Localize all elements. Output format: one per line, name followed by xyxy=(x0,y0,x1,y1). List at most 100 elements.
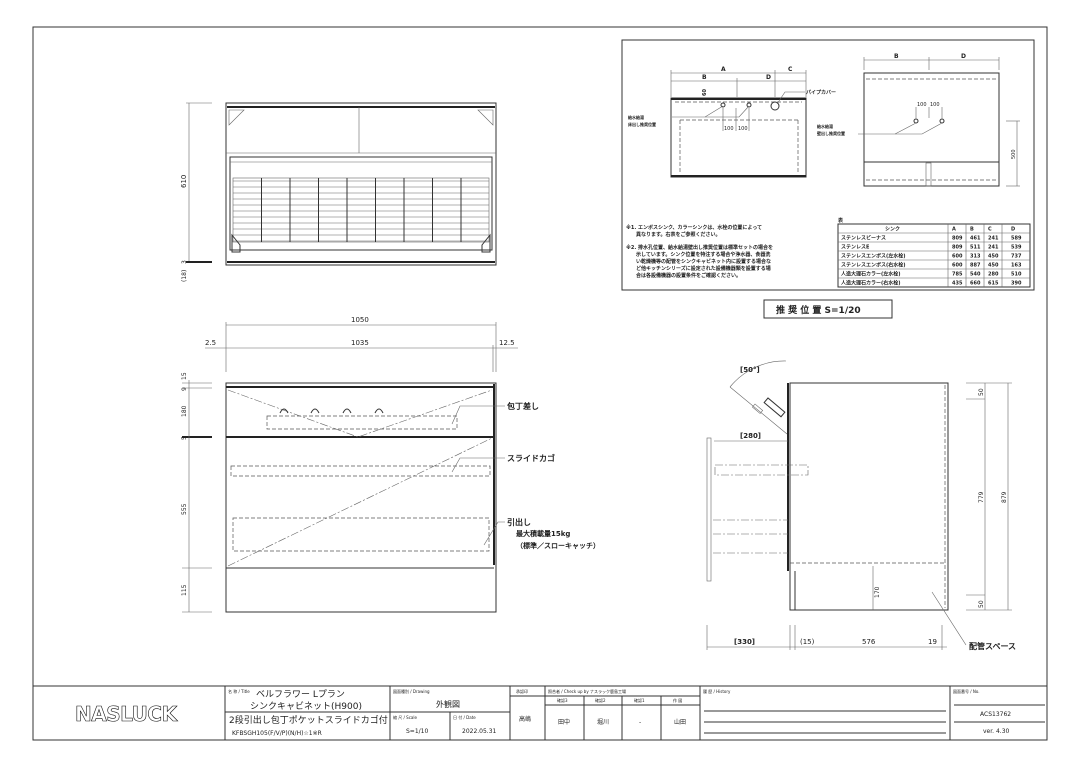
table-cell: 241 xyxy=(988,236,999,242)
dim-15: 15 xyxy=(181,372,188,380)
dim-9: 9 xyxy=(181,387,188,391)
dim-60: 60 xyxy=(702,89,708,96)
label-pipe-cover: パイプカバー xyxy=(806,89,836,96)
note-line: ※2. 排水孔位置、給水給湯壁出し推奨位置は標準セットの場合を xyxy=(626,244,773,251)
table-cell: 615 xyxy=(988,281,999,287)
table-cell: 450 xyxy=(988,263,999,269)
dim-3: 3 xyxy=(181,260,188,264)
nasluck-logo: NASLUCK xyxy=(75,702,179,726)
title-line-2: シンクキャビネット(H900) xyxy=(250,701,362,712)
label-knife-holder: 包丁差し xyxy=(506,401,539,411)
no-label: 図面番号 / No. xyxy=(953,688,980,694)
dim-180: 180 xyxy=(181,405,188,417)
drawing-label: 図面種別 / Drawing xyxy=(393,688,430,694)
recommended-position-panel: A C B D 60 100 100 パイプカバー 給水給湯 床出し推奨位置 B… xyxy=(621,39,1035,291)
dim-610: 610 xyxy=(180,175,188,188)
check-val: 田中 xyxy=(558,718,570,726)
dim-100a: 100 xyxy=(724,126,734,132)
table-cell: 660 xyxy=(970,281,981,287)
table-cell: 809 xyxy=(952,236,963,242)
table-cell: 241 xyxy=(988,245,999,251)
table-cell: 600 xyxy=(952,263,963,269)
table-cell: ステンレスエンボス(左水栓) xyxy=(841,253,906,260)
date-label: 日 付 / Date xyxy=(453,714,476,720)
history-label: 履 歴 / History xyxy=(703,688,731,694)
check-col: 確認2 xyxy=(595,697,606,703)
table-cell: ステンレスビーナス xyxy=(841,235,886,242)
title-block: NASLUCK 名 称 / Title ベルフラワー Lプラン シンクキャビネッ… xyxy=(32,685,1048,741)
label-wall-1: 給水給湯 xyxy=(817,123,833,129)
dim-b: B xyxy=(702,74,707,81)
dim-50-top: 50 xyxy=(978,388,985,396)
label-slide-basket: スライドカゴ xyxy=(507,453,555,463)
front-view: 1050 1035 2.5 12.5 15 9 180 5 555 115 包丁… xyxy=(181,316,600,613)
table-cell: 313 xyxy=(970,254,981,260)
table-header: D xyxy=(1011,227,1015,233)
dim-1035: 1035 xyxy=(351,339,369,347)
table-cell: ステンレスE xyxy=(841,245,870,251)
table-header: C xyxy=(988,227,992,233)
table-cell: 589 xyxy=(1011,236,1022,242)
scale-value: S=1/10 xyxy=(406,728,428,735)
title-label: 名 称 / Title xyxy=(228,688,250,694)
drawing-number: ACS13762 xyxy=(980,711,1011,718)
dim-779: 779 xyxy=(978,491,985,503)
table-cell: 539 xyxy=(1011,245,1022,251)
table-caption: 表 xyxy=(837,217,844,224)
check-label: 照合者 / Check up by ナスラック鹿島工場 xyxy=(548,688,626,694)
side-view: [50°] [280] 170 配管スペース [330] (15) 576 19… xyxy=(706,360,1016,651)
table-cell: 600 xyxy=(952,254,963,260)
check-col: 作 図 xyxy=(673,697,682,703)
version: ver. 4.30 xyxy=(983,728,1010,735)
dim-18: (18) xyxy=(181,270,188,282)
table-cell: 人造大理石カラー(左水栓) xyxy=(840,271,901,278)
dim-576: 576 xyxy=(862,638,876,646)
table-cell: 人造大理石カラー(右水栓) xyxy=(840,280,901,287)
note-line: い乾燥機等の配管をシンクキャビネット内に設置する場合な xyxy=(626,258,771,265)
label-floor-2: 床出し推奨位置 xyxy=(628,121,656,127)
table-cell: 163 xyxy=(1011,263,1022,269)
note-line: 合は各設備機器の設置条件をご確認ください。 xyxy=(626,272,741,279)
dim-12-5: 12.5 xyxy=(499,339,515,347)
dim-879: 879 xyxy=(1001,491,1008,503)
table-header: B xyxy=(970,227,974,233)
table-cell: 510 xyxy=(1011,272,1022,278)
table-cell: 280 xyxy=(988,272,999,278)
dim-100b: 100 xyxy=(738,126,748,132)
date-value: 2022.05.31 xyxy=(462,728,497,735)
dim-d-right: D xyxy=(961,53,966,60)
label-floor-1: 給水給湯 xyxy=(628,114,644,120)
table-header: A xyxy=(952,227,956,233)
dim-50-degree: [50°] xyxy=(740,366,760,374)
table-cell: 809 xyxy=(952,245,963,251)
check-val: - xyxy=(639,719,641,726)
dim-2-5: 2.5 xyxy=(205,339,216,347)
scale-label: 縮 尺 / Scale xyxy=(393,714,417,720)
label-catch: （標準／スローキャッチ） xyxy=(516,541,600,550)
dim-d: D xyxy=(766,74,771,81)
dim-19: 19 xyxy=(928,638,937,646)
dim-330: [330] xyxy=(734,638,755,646)
table-cell: 887 xyxy=(970,263,981,269)
table-cell: 435 xyxy=(952,281,963,287)
dim-a: A xyxy=(721,66,726,73)
check-col: 確認1 xyxy=(634,697,645,703)
dim-500: 500 xyxy=(1011,149,1017,159)
table-cell: 390 xyxy=(1011,281,1022,287)
table-cell: 450 xyxy=(988,254,999,260)
dim-c: C xyxy=(788,66,793,73)
dim-1050: 1050 xyxy=(351,316,369,324)
title-line-1: ベルフラワー Lプラン xyxy=(256,689,345,700)
note-line: ※1. エンボスシンク、カラーシンクは、水栓の位置によって xyxy=(626,224,762,231)
label-wall-2: 壁出し推奨位置 xyxy=(816,130,845,136)
dim-50-bottom: 50 xyxy=(978,600,985,608)
note-line: 示しています。シンク位置を特注する場合や浄水器、食器洗 xyxy=(626,251,770,258)
check-col: 確認3 xyxy=(557,697,568,703)
recommended-caption: 推 奨 位 置 S=1/20 xyxy=(776,304,861,316)
title-line-4: KFBSGH105(F/V/P)(N/H)☆1※R xyxy=(232,730,322,737)
drawing-type: 外観図 xyxy=(436,699,460,709)
dim-115: 115 xyxy=(181,584,188,596)
note-line: ど他キッチンシリーズに設定された設備機器類を設置する場 xyxy=(626,265,771,272)
